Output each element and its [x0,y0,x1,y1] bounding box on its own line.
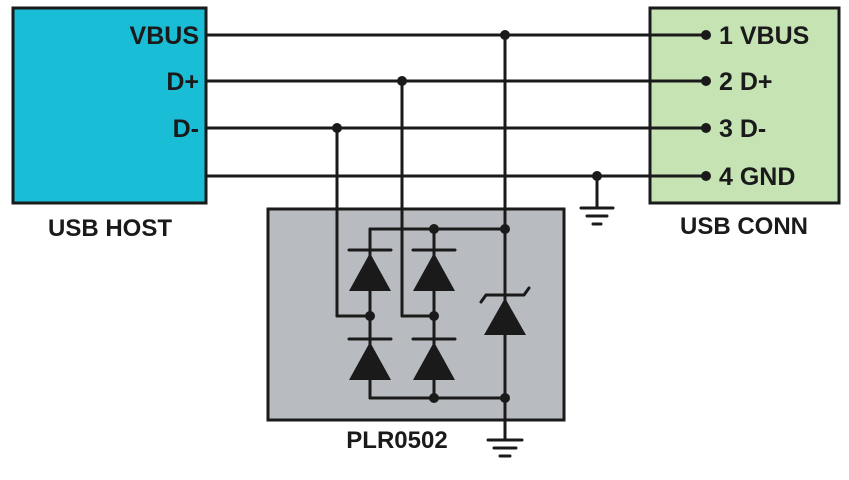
dplus-junction [397,76,407,86]
top-rail-junction-right [500,224,510,234]
conn-pin-2-label: 2 D+ [719,68,773,96]
usb-connector-block [648,6,841,205]
ground-icon [486,438,524,458]
conn-pin-dot-2 [701,76,711,86]
usb-conn-title: USB CONN [680,213,808,240]
diode-icon [347,248,393,291]
vbus-junction [500,30,510,40]
mid-left-junction [365,311,375,321]
conn-pin-dot-4 [701,171,711,181]
usb-host-block [11,6,208,205]
conn-pin-dot-3 [701,123,711,133]
conn-pin-4-label: 4 GND [719,163,795,191]
host-pin-dplus-label: D+ [166,68,199,96]
host-pin-vbus-label: VBUS [130,22,199,50]
ground-icon [579,206,615,226]
dminus-junction [332,123,342,133]
host-pin-dminus-label: D- [173,115,199,143]
diode-icon [411,248,457,291]
conn-pin-dot-1 [701,30,711,40]
usb-host-title: USB HOST [48,215,172,242]
diode-icon [347,337,393,380]
bottom-rail-junction-right [500,393,510,403]
mid-center-junction [429,311,439,321]
zener-diode-icon [479,286,531,335]
gnd-junction [592,171,602,181]
diode-icon [411,337,457,380]
chip-title: PLR0502 [346,427,447,454]
conn-pin-1-label: 1 VBUS [719,22,809,50]
conn-pin-3-label: 3 D- [719,115,766,143]
